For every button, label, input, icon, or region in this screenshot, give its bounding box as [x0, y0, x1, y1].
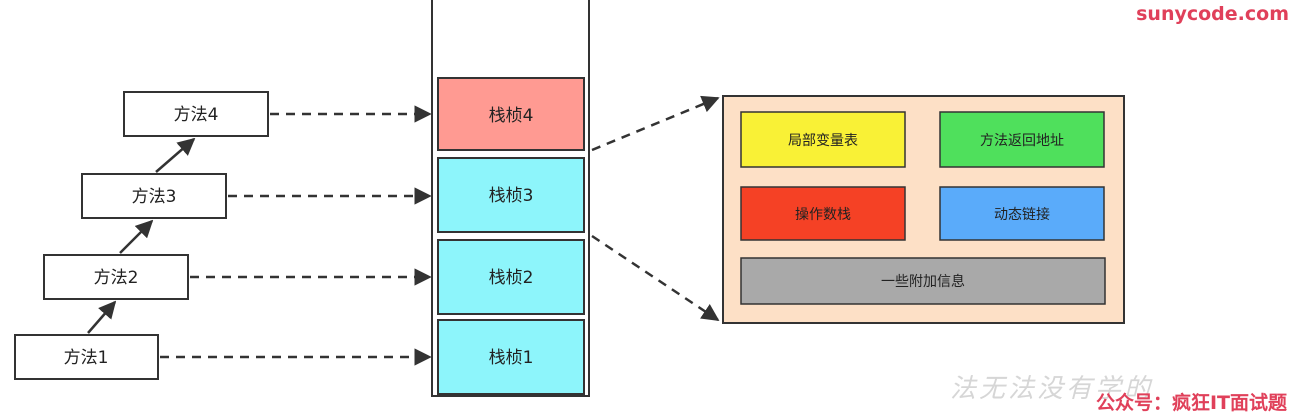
stack-frame-4: 栈桢4 [437, 77, 585, 151]
dynamic-linking-label: 动态链接 [994, 206, 1050, 223]
wechat-watermark: 公众号：疯狂IT面试题 [1095, 392, 1287, 414]
dynamic-linking: 动态链接 [939, 186, 1105, 241]
operand-stack: 操作数栈 [740, 186, 906, 241]
call-arrow-3-4 [155, 137, 196, 173]
method-label-2: 方法2 [94, 268, 139, 288]
stack-frame-3-box [437, 157, 585, 233]
extra-info: 一些附加信息 [740, 257, 1106, 305]
extra-info-box [740, 257, 1106, 305]
extra-info-label: 一些附加信息 [881, 273, 965, 290]
operand-stack-label: 操作数栈 [795, 207, 851, 223]
method-label-3: 方法3 [132, 187, 177, 207]
local-variable-table-label: 局部变量表 [788, 133, 858, 149]
site-watermark: sunycode.com [1136, 3, 1289, 25]
stack-frame-2: 栈桢2 [437, 239, 585, 315]
method-box-1: 方法1 [14, 334, 159, 380]
frame-label-4: 栈桢4 [489, 106, 534, 126]
zoom-line-top [591, 95, 720, 152]
stack-frame-2-box [437, 239, 585, 315]
method-box-3: 方法3 [81, 173, 227, 219]
stack-container [431, 0, 590, 397]
script-watermark: 法无法没有学的 [950, 374, 1154, 404]
stack-frame-3: 栈桢3 [437, 157, 585, 233]
method-box-4: 方法4 [123, 91, 269, 137]
local-variable-table-box [740, 111, 906, 168]
stack-frame-1: 栈桢1 [437, 319, 585, 395]
call-arrow-1-2 [87, 300, 117, 334]
operand-stack-box [740, 186, 906, 241]
return-address: 方法返回地址 [939, 111, 1105, 168]
dynamic-linking-box [939, 186, 1105, 241]
frame-label-2: 栈桢2 [489, 268, 534, 288]
zoom-line-bottom [591, 234, 720, 322]
method-label-4: 方法4 [174, 105, 219, 125]
method-box-2: 方法2 [43, 254, 189, 300]
stack-frame-4-box [437, 77, 585, 151]
return-address-label: 方法返回地址 [980, 133, 1064, 149]
frame-label-3: 栈桢3 [489, 186, 534, 206]
method-label-1: 方法1 [64, 348, 109, 368]
call-arrow-2-3 [119, 219, 154, 254]
return-address-box [939, 111, 1105, 168]
stack-frame-1-box [437, 319, 585, 395]
local-variable-table: 局部变量表 [740, 111, 906, 168]
frame-label-1: 栈桢1 [489, 348, 534, 368]
